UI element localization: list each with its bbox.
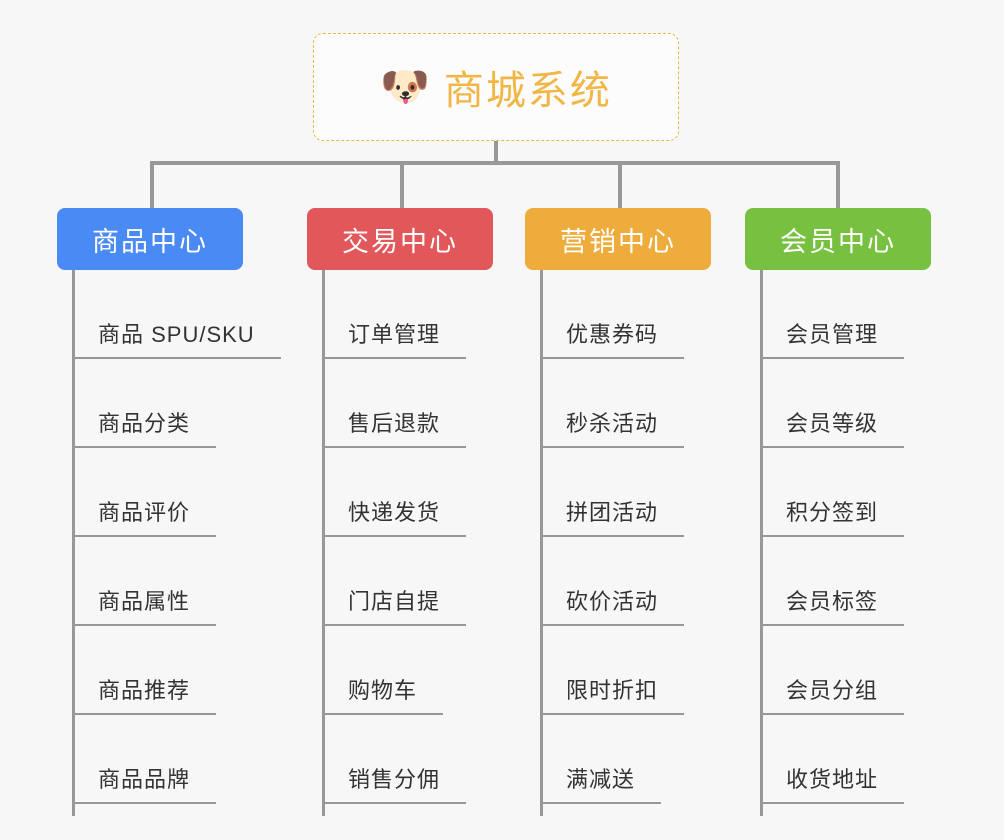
category-header-product-center[interactable]: 商品中心 [57,208,243,270]
list-item[interactable]: 商品属性 [57,537,243,626]
root-node-title: 商城系统 [443,69,612,113]
list-item[interactable]: 快递发货 [307,448,493,537]
category-label: 营销中心 [560,226,676,257]
leaf-label: 购物车 [322,680,444,715]
leaf-label: 优惠券码 [540,324,685,359]
leaf-label: 商品品牌 [72,769,217,804]
category-header-member-center[interactable]: 会员中心 [745,208,931,270]
leaf-label: 砍价活动 [540,591,685,626]
list-item[interactable]: 商品 SPU/SKU [57,270,281,359]
list-item[interactable]: 商品评价 [57,448,243,537]
category-label: 交易中心 [342,226,458,257]
branch-trade-center: 交易中心 订单管理 售后退款 快递发货 门店自提 购物车 销售分佣 [307,208,493,816]
connector-horizontal-bus [150,161,840,165]
connector-drop-marketing-center [618,161,622,208]
leaf-rail [540,270,543,816]
connector-root-stem [494,141,498,164]
branch-product-center: 商品中心 商品 SPU/SKU 商品分类 商品评价 商品属性 商品推荐 商品品牌 [57,208,281,816]
leaf-list-trade-center: 订单管理 售后退款 快递发货 门店自提 购物车 销售分佣 [307,270,493,816]
list-item[interactable]: 砍价活动 [525,537,711,626]
leaf-label: 拼团活动 [540,502,685,537]
category-label: 商品中心 [92,226,208,257]
dog-face-icon: 🐶 [380,65,430,109]
list-item[interactable]: 会员管理 [745,270,931,359]
leaf-label: 售后退款 [322,413,467,448]
list-item[interactable]: 优惠券码 [525,270,711,359]
list-item[interactable]: 积分签到 [745,448,931,537]
list-item[interactable]: 售后退款 [307,359,493,448]
list-item[interactable]: 会员等级 [745,359,931,448]
leaf-label: 会员标签 [760,591,905,626]
list-item[interactable]: 门店自提 [307,537,493,626]
leaf-label: 销售分佣 [322,769,467,804]
leaf-rail [760,270,763,816]
leaf-label: 积分签到 [760,502,905,537]
list-item[interactable]: 商品推荐 [57,626,243,715]
branch-member-center: 会员中心 会员管理 会员等级 积分签到 会员标签 会员分组 收货地址 [745,208,931,816]
leaf-list-marketing-center: 优惠券码 秒杀活动 拼团活动 砍价活动 限时折扣 满减送 [525,270,711,816]
list-item[interactable]: 收货地址 [745,715,931,804]
leaf-label: 商品推荐 [72,680,217,715]
leaf-label: 快递发货 [322,502,467,537]
leaf-label: 限时折扣 [540,680,685,715]
leaf-label: 收货地址 [760,769,905,804]
root-node[interactable]: 🐶 商城系统 [313,33,679,141]
list-item[interactable]: 订单管理 [307,270,493,359]
list-item[interactable]: 拼团活动 [525,448,711,537]
list-item[interactable]: 会员分组 [745,626,931,715]
leaf-label: 秒杀活动 [540,413,685,448]
leaf-list-member-center: 会员管理 会员等级 积分签到 会员标签 会员分组 收货地址 [745,270,931,816]
list-item[interactable]: 会员标签 [745,537,931,626]
leaf-label: 会员等级 [760,413,905,448]
list-item[interactable]: 限时折扣 [525,626,711,715]
leaf-label: 会员管理 [760,324,905,359]
connector-drop-product-center [150,161,154,208]
leaf-label: 门店自提 [322,591,467,626]
list-item[interactable]: 秒杀活动 [525,359,711,448]
leaf-label: 商品 SPU/SKU [72,324,281,359]
leaf-rail [322,270,325,816]
leaf-list-product-center: 商品 SPU/SKU 商品分类 商品评价 商品属性 商品推荐 商品品牌 [57,270,281,816]
leaf-label: 商品属性 [72,591,217,626]
category-header-marketing-center[interactable]: 营销中心 [525,208,711,270]
leaf-label: 商品评价 [72,502,217,537]
leaf-rail [72,270,75,816]
list-item[interactable]: 购物车 [307,626,493,715]
leaf-label: 订单管理 [322,324,467,359]
leaf-label: 商品分类 [72,413,217,448]
category-header-trade-center[interactable]: 交易中心 [307,208,493,270]
connector-drop-member-center [836,161,840,208]
list-item[interactable]: 满减送 [525,715,711,804]
leaf-label: 会员分组 [760,680,905,715]
list-item[interactable]: 销售分佣 [307,715,493,804]
list-item[interactable]: 商品分类 [57,359,243,448]
list-item[interactable]: 商品品牌 [57,715,243,804]
connector-drop-trade-center [400,161,404,208]
category-label: 会员中心 [780,226,896,257]
leaf-label: 满减送 [540,769,662,804]
branch-marketing-center: 营销中心 优惠券码 秒杀活动 拼团活动 砍价活动 限时折扣 满减送 [525,208,711,816]
